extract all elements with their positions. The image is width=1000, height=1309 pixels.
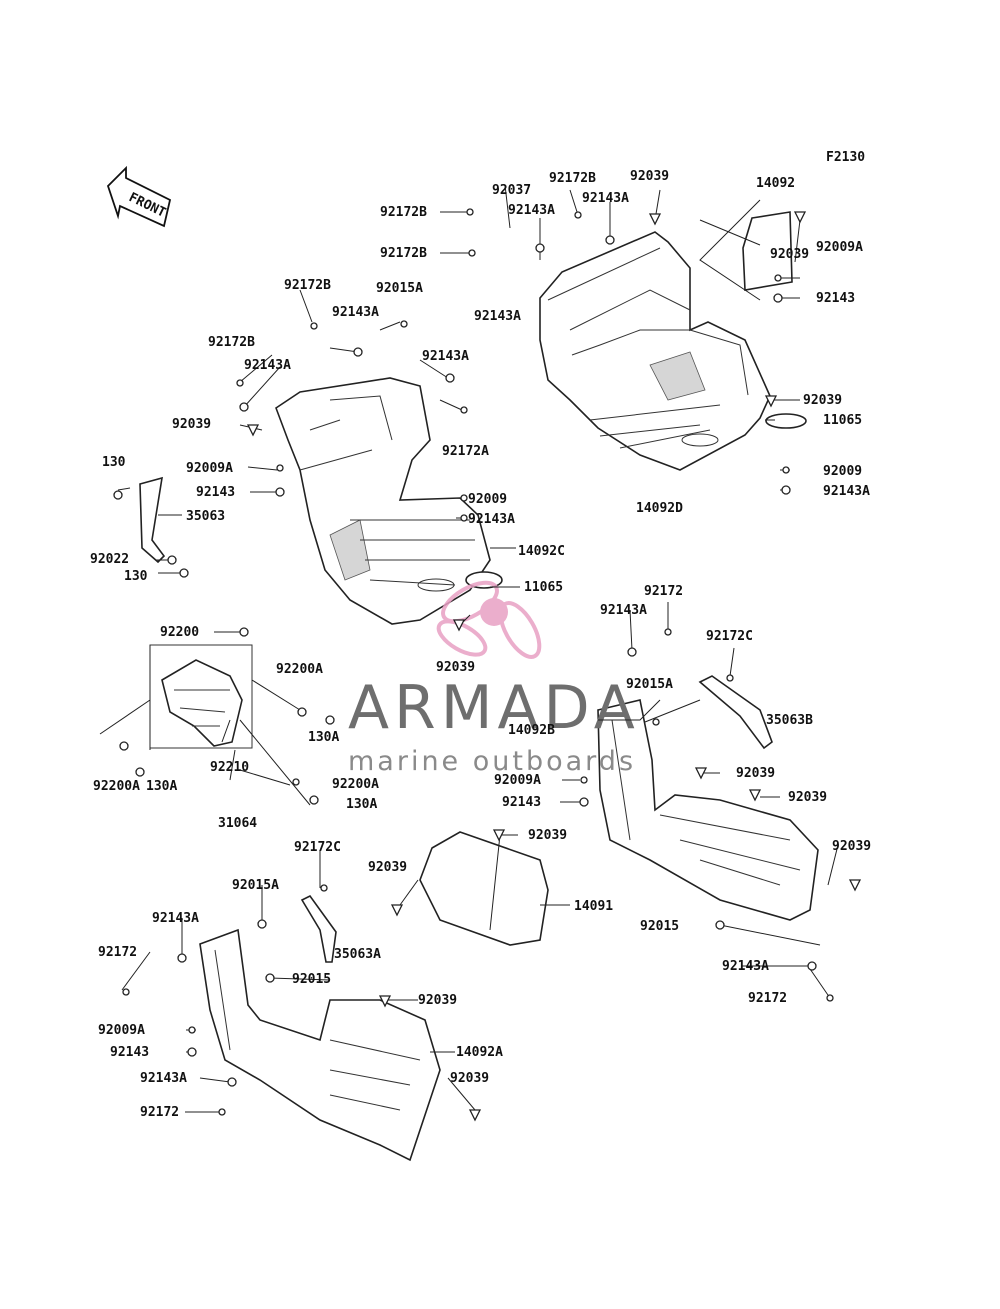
part-number-label: 92039 — [368, 860, 407, 875]
part-number-label: 14092C — [518, 544, 565, 559]
part-number-label: 92039 — [770, 247, 809, 262]
part-number-label: 14091 — [574, 899, 613, 914]
part-number-label: 92200A — [276, 662, 323, 677]
part-number-label: 92039 — [436, 660, 475, 675]
watermark-tagline: marine outboards — [348, 746, 636, 777]
part-number-label: 92039 — [528, 828, 567, 843]
part-number-label: 92172 — [748, 991, 787, 1006]
part-number-label: 92143A — [422, 349, 469, 364]
part-number-label: 92039 — [418, 993, 457, 1008]
part-number-label: 92143 — [816, 291, 855, 306]
part-number-label: 130 — [102, 455, 126, 470]
part-number-label: 92009A — [816, 240, 863, 255]
part-number-label: 14092D — [636, 501, 683, 516]
part-number-label: 130A — [346, 797, 377, 812]
part-number-label: 92039 — [172, 417, 211, 432]
part-number-label: 92172A — [442, 444, 489, 459]
bracket-35063A — [300, 894, 337, 963]
part-number-label: 92143A — [722, 959, 769, 974]
part-number-label: 92143A — [600, 603, 647, 618]
part-number-label: 92039 — [630, 169, 669, 184]
bracket-assembly-31064 — [149, 644, 253, 749]
part-number-label: 92172B — [380, 246, 427, 261]
fasteners — [113, 208, 862, 1122]
part-number-label: 92143A — [244, 358, 291, 373]
part-number-label: 35063B — [766, 713, 813, 728]
part-number-label: 92143 — [502, 795, 541, 810]
part-number-label: 92039 — [450, 1071, 489, 1086]
part-number-label: 92200A — [332, 777, 379, 792]
part-number-label: 92009 — [468, 492, 507, 507]
part-number-label: 35063 — [186, 509, 225, 524]
side-cover-14092 — [742, 211, 793, 291]
part-number-label: 92039 — [736, 766, 775, 781]
part-number-label: 92143 — [110, 1045, 149, 1060]
bracket-35063B — [698, 675, 773, 750]
part-number-label: 92039 — [788, 790, 827, 805]
part-number-label: 92172C — [706, 629, 753, 644]
part-number-label: 92143A — [332, 305, 379, 320]
part-number-label: 92143A — [152, 911, 199, 926]
part-number-label: 11065 — [524, 580, 563, 595]
part-number-label: 92143A — [823, 484, 870, 499]
floor-panel-lower-right — [597, 699, 819, 921]
part-number-label: 92009A — [494, 773, 541, 788]
part-number-label: 92015A — [376, 281, 423, 296]
part-number-label: 92015 — [640, 919, 679, 934]
part-number-label: 92143 — [196, 485, 235, 500]
part-number-label: 11065 — [823, 413, 862, 428]
part-number-label: 92009 — [823, 464, 862, 479]
part-number-label: 14092A — [456, 1045, 503, 1060]
part-number-label: 92143A — [508, 203, 555, 218]
bracket-35063 — [139, 476, 166, 564]
part-number-label: 92015 — [292, 972, 331, 987]
part-number-label: 31064 — [218, 816, 257, 831]
figure-code: F2130 — [826, 150, 865, 165]
part-number-label: 92172B — [284, 278, 331, 293]
part-number-label: 92172B — [380, 205, 427, 220]
watermark-brand: ARMADA — [348, 673, 640, 743]
part-number-label: 14092 — [756, 176, 795, 191]
part-number-label: 92172B — [549, 171, 596, 186]
part-number-label: 92037 — [492, 183, 531, 198]
part-number-label: 92172 — [98, 945, 137, 960]
part-number-label: 130A — [146, 779, 177, 794]
part-number-label: 92172 — [140, 1105, 179, 1120]
part-number-label: 92210 — [210, 760, 249, 775]
front-arrow-icon: FRONT — [106, 165, 172, 228]
part-number-label: 92200A — [93, 779, 140, 794]
armada-logo: ARMADA marine outboards — [348, 580, 640, 777]
part-number-label: 92143A — [474, 309, 521, 324]
part-number-label: 92172 — [644, 584, 683, 599]
floor-panel-upper-left — [275, 377, 491, 625]
guard-14091 — [419, 831, 549, 946]
part-number-label: 35063A — [334, 947, 381, 962]
part-number-label: 92022 — [90, 552, 129, 567]
part-number-label: 92039 — [803, 393, 842, 408]
part-number-label: 130A — [308, 730, 339, 745]
part-number-label: 92143A — [140, 1071, 187, 1086]
part-number-label: 14092B — [508, 723, 555, 738]
part-number-label: 92200 — [160, 625, 199, 640]
cap-11065-upper — [765, 413, 807, 429]
part-number-label: 92015A — [232, 878, 279, 893]
floor-panel-upper-right — [539, 231, 771, 471]
part-number-label: 92009A — [186, 461, 233, 476]
part-number-label: 92143A — [468, 512, 515, 527]
part-number-label: 92143A — [582, 191, 629, 206]
part-number-label: 92172C — [294, 840, 341, 855]
part-number-label: 92015A — [626, 677, 673, 692]
part-number-label: 92172B — [208, 335, 255, 350]
part-number-label: 92009A — [98, 1023, 145, 1038]
floor-panel-lower-left — [199, 928, 441, 1162]
part-number-label: 130 — [124, 569, 148, 584]
part-number-label: 92039 — [832, 839, 871, 854]
